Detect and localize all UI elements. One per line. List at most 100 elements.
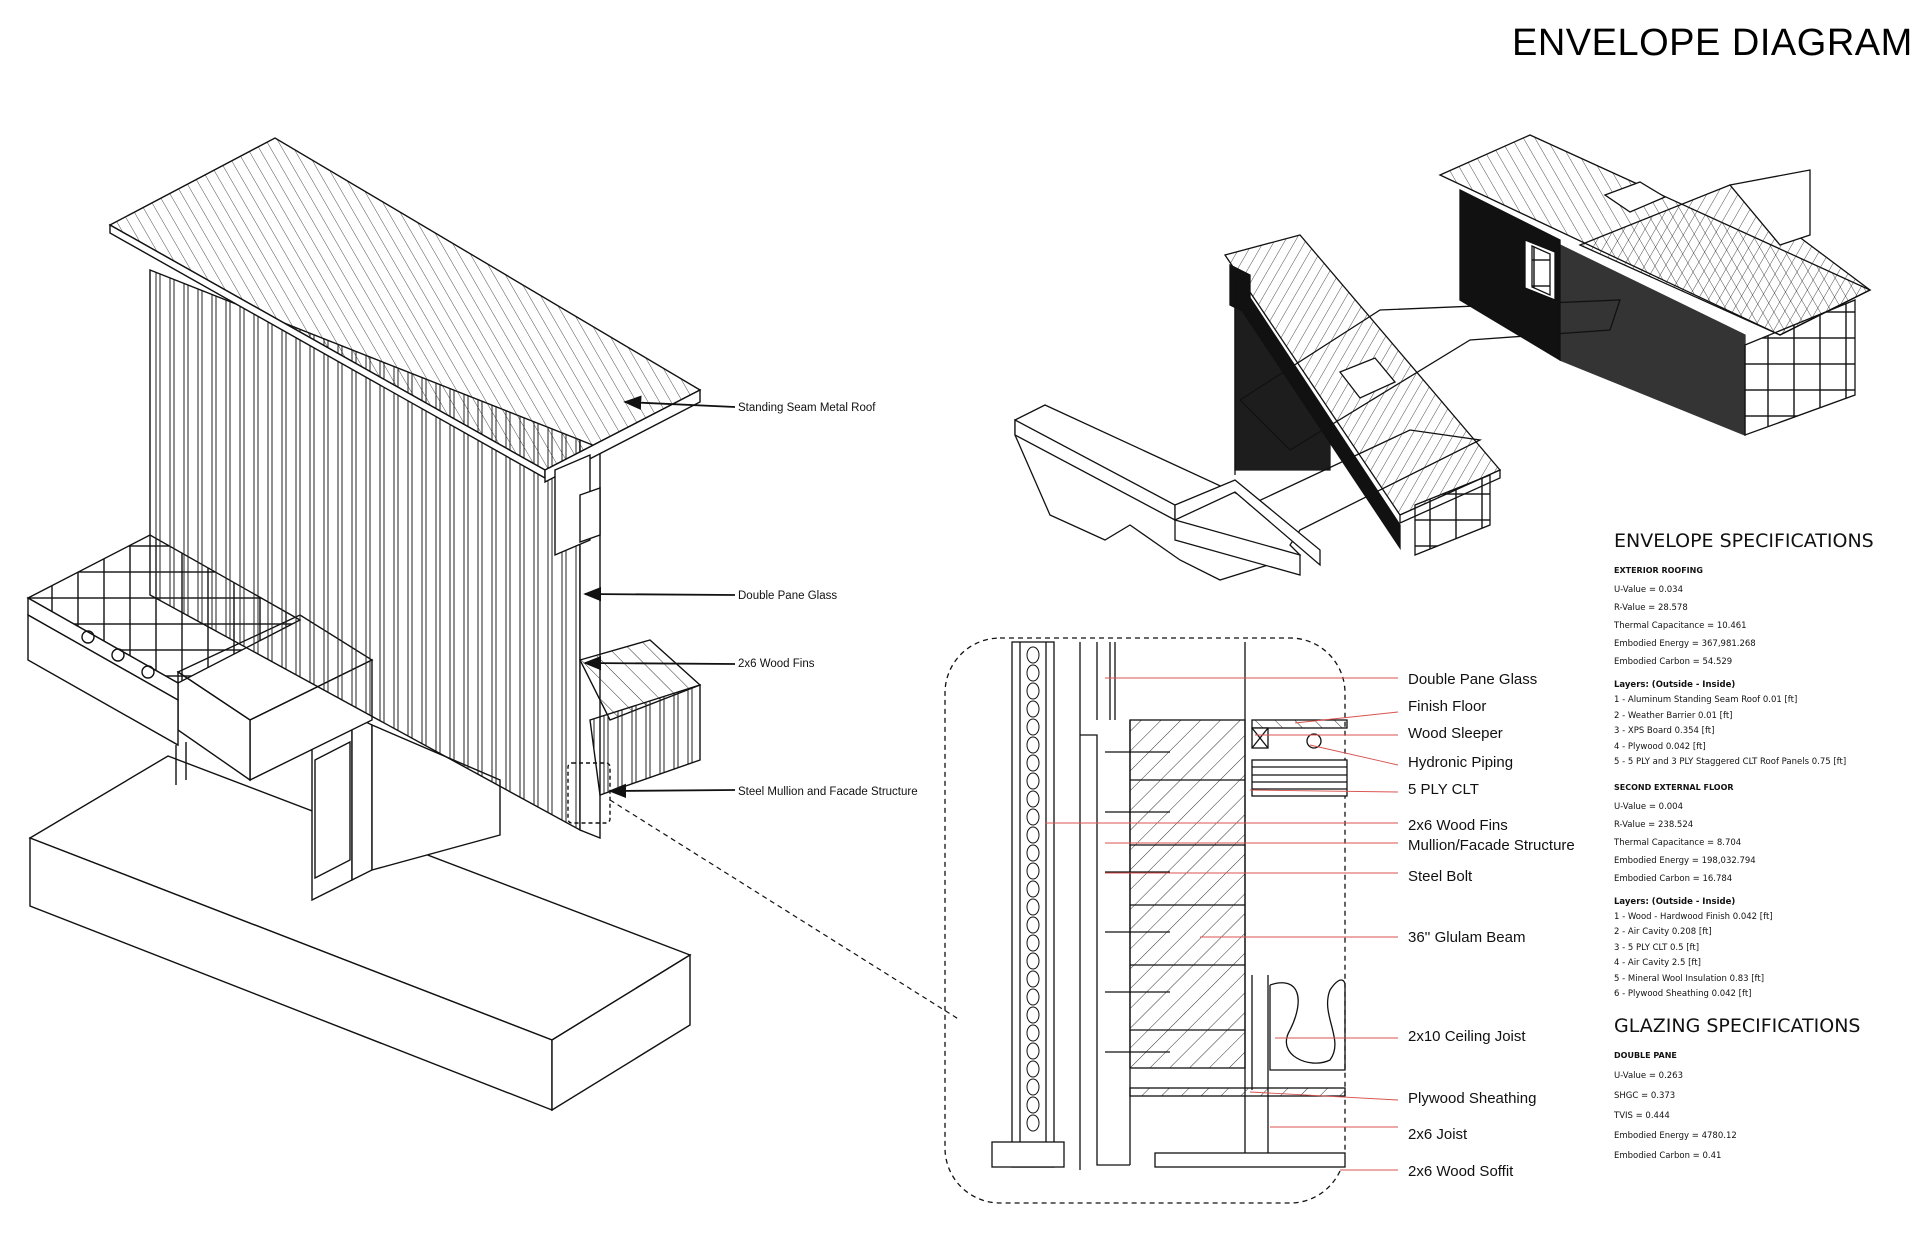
layer-item: 1 - Aluminum Standing Seam Roof 0.01 [ft… [1614,695,1798,705]
second-external-floor-block: SECOND EXTERNAL FLOOR U-Value = 0.004 R-… [1614,783,1914,1003]
detail-frame [944,637,1346,1204]
hydronic-pipe [1306,733,1322,749]
fin-bead [1026,916,1040,934]
spec-value: U-Value = 0.034 [1614,585,1683,595]
support-column-face [351,713,373,882]
wall-detail-section [944,637,1348,1204]
detail-leaders [1045,677,1399,1171]
spec-value: SHGC = 0.373 [1614,1090,1676,1101]
fin-bead [1026,1114,1040,1132]
callout-arrow [623,395,736,410]
callout-arrow [583,586,736,602]
layer-item: 5 - 5 PLY and 3 PLY Staggered CLT Roof P… [1614,757,1847,767]
fin-bead [1026,736,1040,754]
callout-arrow [608,783,736,799]
fin-bead [1026,682,1040,700]
base-plinth-side [551,953,691,1112]
isometric-wall-section [26,137,961,1112]
layer-item: 6 - Plywood Sheathing 0.042 [ft] [1614,989,1752,999]
fin-bead [1026,934,1040,952]
detail-label: Wood Sleeper [1408,725,1503,742]
spec-value: Embodied Carbon = 0.41 [1614,1150,1722,1161]
callout-label: Double Pane Glass [738,590,837,602]
spec-value: Embodied Energy = 198,032.794 [1614,855,1756,866]
detail-label: 5 PLY CLT [1408,781,1479,798]
callout-label: Steel Mullion and Facade Structure [738,786,918,798]
spec-value: Embodied Carbon = 54.529 [1614,657,1733,667]
fin-bead [1026,790,1040,808]
spec-value: TVIS = 0.444 [1614,1110,1670,1121]
fin-bead [1026,1042,1040,1060]
layer-item: 3 - XPS Board 0.354 [ft] [1614,726,1715,736]
spec-value: R-Value = 238.524 [1614,819,1694,830]
left-wing-skylight [1338,357,1397,399]
deck-light [141,665,155,679]
fin-bead [1026,664,1040,682]
detail-label: Steel Bolt [1408,868,1473,885]
fin-bead [1026,844,1040,862]
building-axonometric [1014,134,1872,581]
spec-value: Embodied Carbon = 16.784 [1614,873,1733,884]
spec-value: Embodied Energy = 367,981.268 [1614,639,1756,649]
layer-item: 4 - Plywood 0.042 [ft] [1614,741,1706,752]
deck-light [111,648,125,662]
glazing-specs-title: GLAZING SPECIFICATIONS [1614,1014,1861,1037]
detail-label: Plywood Sheathing [1408,1090,1536,1107]
left-wing-dark-face [1234,298,1331,471]
mineral-wool [1269,985,1346,1071]
right-wing-chimney [1728,169,1811,246]
detail-label-group: Double Pane Glass Finish Floor Wood Slee… [1408,671,1575,1180]
mineral-wool [1269,979,1346,1064]
detail-label: 2x10 Ceiling Joist [1408,1028,1526,1045]
detail-label: Double Pane Glass [1408,671,1537,688]
detail-label: 2x6 Joist [1408,1126,1468,1143]
callout-arrow [583,655,736,671]
envelope-specs-title: ENVELOPE SPECIFICATIONS [1614,530,1874,552]
exterior-roofing-block: EXTERIOR ROOFING U-Value = 0.034 R-Value… [1614,566,1914,771]
layers-heading: Layers: (Outside - Inside) [1614,680,1736,690]
detail-label: 36'' Glulam Beam [1408,929,1525,946]
fin-bead [1026,700,1040,718]
layers-heading: Layers: (Outside - Inside) [1614,896,1736,907]
roof-support-block [579,487,601,543]
specifications-panel: ENVELOPE SPECIFICATIONS EXTERIOR ROOFING… [1614,530,1914,1170]
detail-label: 2x6 Wood Soffit [1408,1163,1514,1180]
layer-item: 2 - Weather Barrier 0.01 [ft] [1614,710,1733,721]
detail-label: Finish Floor [1408,698,1486,715]
detail-label: Hydronic Piping [1408,754,1513,771]
fin-bead [1026,1060,1040,1078]
fin-bead [1026,952,1040,970]
fin-bead [1026,1024,1040,1042]
fin-bead [1026,1078,1040,1096]
leader-line [1309,744,1399,766]
detail-leader [609,799,961,1021]
entry-window [1531,244,1551,297]
spec-heading: EXTERIOR ROOFING [1614,566,1703,575]
page-title: ENVELOPE DIAGRAM [1512,22,1913,64]
fin-bead [1026,1096,1040,1114]
spec-value: Thermal Capacitance = 10.461 [1614,621,1747,631]
fin-bead [1026,646,1040,664]
layer-item: 3 - 5 PLY CLT 0.5 [ft] [1614,942,1700,953]
right-wing-skylight [1603,181,1667,213]
layer-item: 4 - Air Cavity 2.5 [ft] [1614,958,1701,968]
fin-bead [1026,970,1040,988]
sleeper-x [1251,727,1269,749]
spec-heading: DOUBLE PANE [1614,1050,1677,1060]
door-frame [314,740,351,880]
fin-bead [1026,1006,1040,1024]
spec-value: U-Value = 0.004 [1614,801,1683,812]
wood-floor-edge [589,684,701,796]
layer-item: 2 - Air Cavity 0.208 [ft] [1614,927,1712,937]
isometric-callouts [583,395,736,799]
detail-label: Mullion/Facade Structure [1408,837,1575,854]
right-wing-roof-2 [1578,184,1872,336]
right-wing-front-wall [1559,243,1746,436]
courtyard-lower [1174,519,1301,576]
fin-bead [1026,754,1040,772]
bracket [1080,734,1130,1166]
fin-bead [1026,826,1040,844]
left-wing-glass [1414,474,1491,556]
detail-label: 2x6 Wood Fins [1408,817,1508,834]
